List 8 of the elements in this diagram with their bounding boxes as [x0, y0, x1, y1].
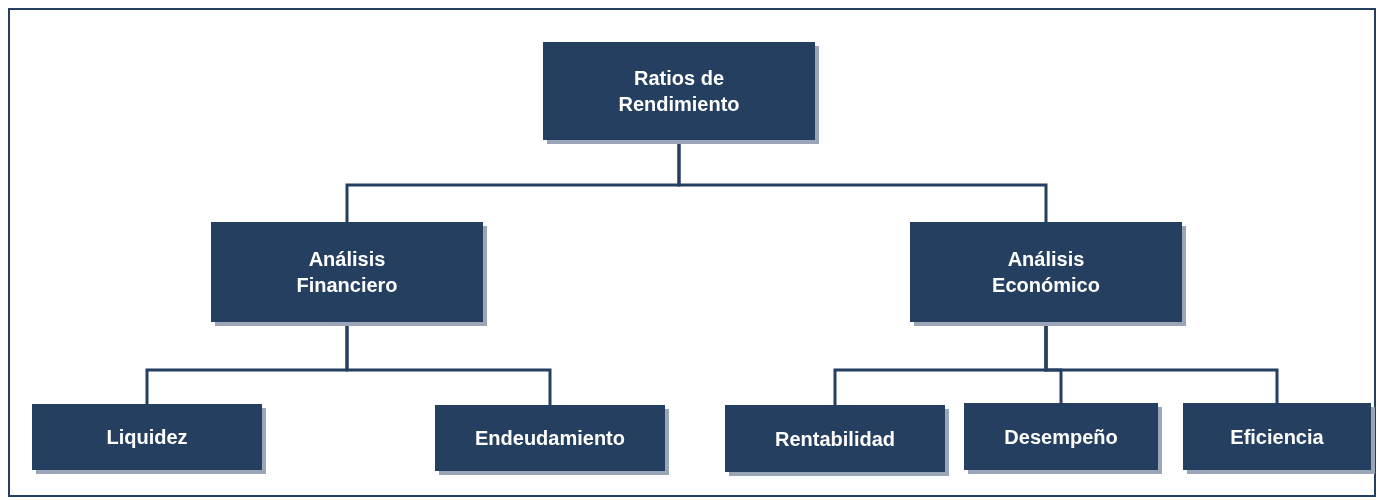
box-label: Liquidez [106, 425, 188, 450]
box-label: Ratios de Rendimiento [617, 66, 741, 117]
box-label: Eficiencia [1230, 424, 1324, 450]
box-label: Análisis Financiero [295, 247, 399, 298]
box-label: Endeudamiento [475, 426, 625, 451]
box-label: Análisis Económico [991, 247, 1101, 298]
box-label: Rentabilidad [775, 426, 895, 452]
box-label: Desempeño [1004, 424, 1118, 450]
